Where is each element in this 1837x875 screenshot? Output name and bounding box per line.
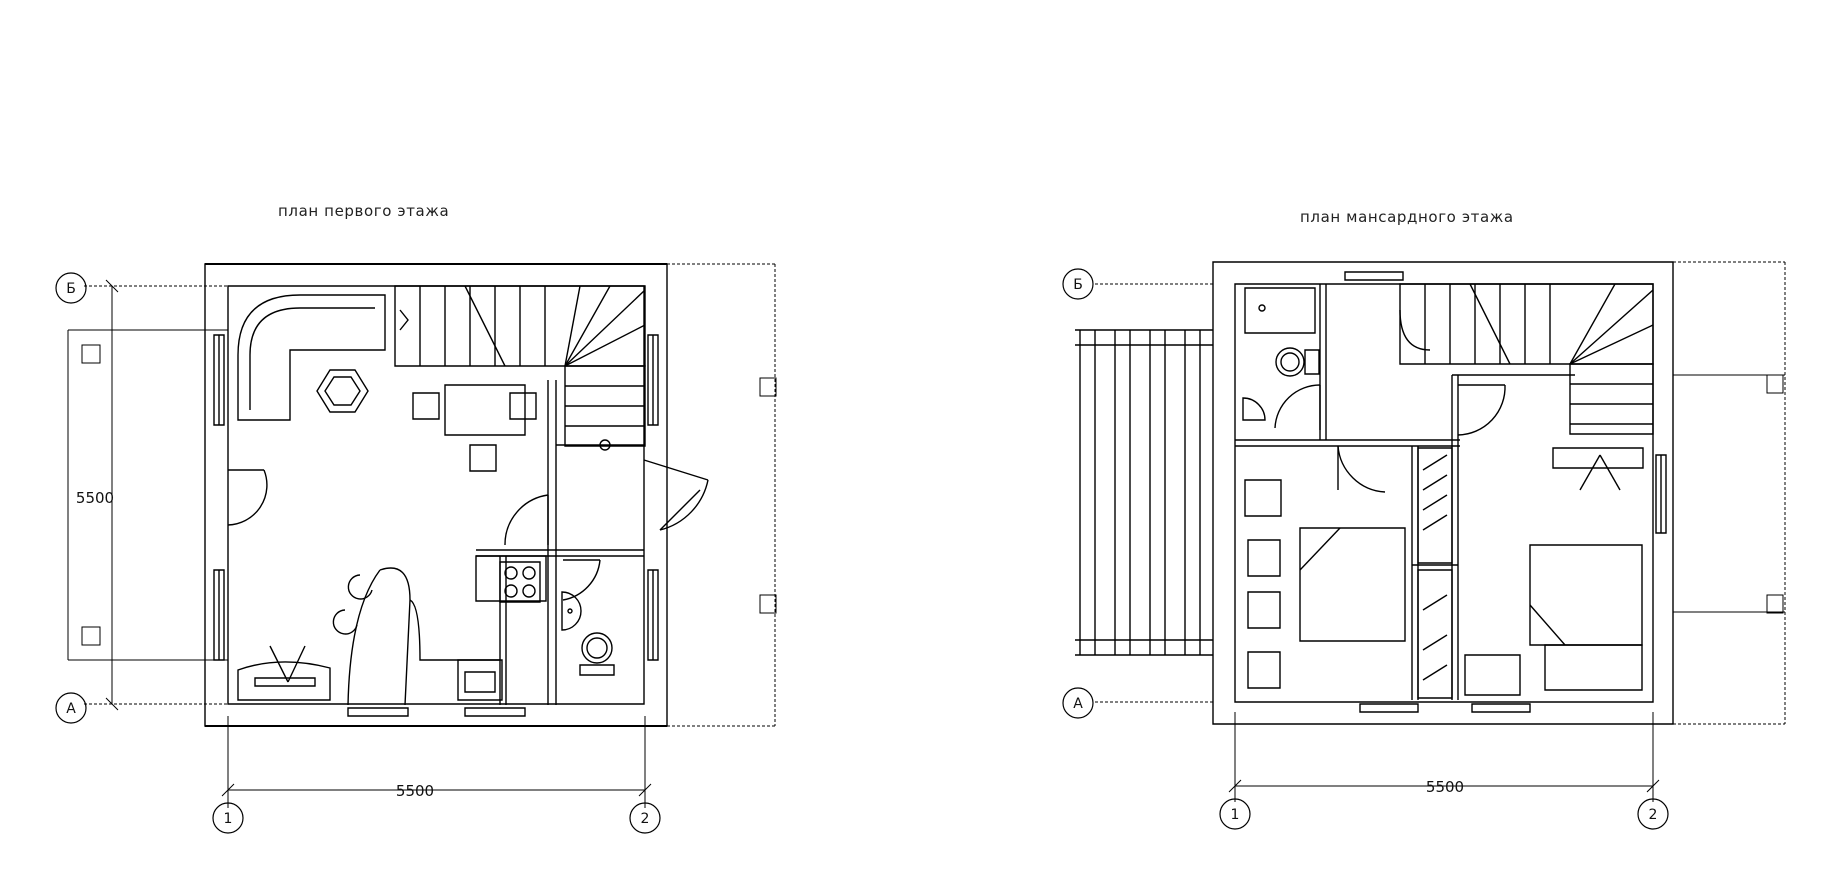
ground-floor-bar-counter [333,568,500,705]
attic-bathroom [1243,288,1320,430]
attic-floor-plan [1063,262,1785,829]
attic-dimension-horizontal: 5500 [1426,778,1464,796]
axis-bubble-b-ground [56,273,86,303]
ground-floor-kitchen [458,556,546,700]
attic-dimensions [1095,262,1785,802]
axis-bubble-1-attic [1220,799,1250,829]
ground-floor-dining-set [413,385,536,471]
axis-bubble-2-attic [1638,799,1668,829]
axis-label-a-attic: А [1073,696,1083,712]
ground-floor-labels: 5500 5500 Б А 1 2 [66,281,649,827]
axis-label-2-ground: 2 [641,811,650,827]
ground-floor-plan [56,264,776,833]
ground-floor-tv-unit [238,646,330,700]
attic-floor-walls [1213,262,1673,724]
hexagon-coffee-table [317,370,368,412]
ground-floor-corner-sofa [238,295,385,420]
ground-dimension-horizontal: 5500 [396,782,434,800]
attic-door-bedroom-left [1338,446,1385,492]
plan-title-attic-floor: план мансардного этажа [1300,208,1514,226]
axis-label-1-attic: 1 [1231,807,1240,823]
axis-bubble-2-ground [630,803,660,833]
attic-bedroom-left [1245,480,1405,688]
axis-bubble-a-attic [1063,688,1093,718]
axis-label-1-ground: 1 [224,811,233,827]
attic-door-hall [1458,385,1505,435]
ground-floor-bath-door [505,495,548,545]
attic-floor-labels: 5500 Б А 1 2 [1073,277,1657,823]
axis-bubble-b-attic [1063,269,1093,299]
attic-wardrobe [1418,448,1452,698]
attic-staircase [1400,284,1653,434]
axis-bubble-a-ground [56,693,86,723]
ground-floor-door-left [228,470,267,525]
ground-floor-shower-door [563,560,600,600]
attic-balcony [1075,330,1213,655]
ground-floor-walls [205,264,667,726]
ground-floor-entrance-door [644,460,708,530]
ground-floor-sanitary [562,592,614,675]
ground-floor-dimensions [68,264,776,808]
attic-floor-windows [1345,272,1666,712]
ground-floor-partitions [476,380,644,705]
plan-title-ground-floor: план первого этажа [278,202,450,220]
ground-floor-staircase [395,286,645,450]
ground-dimension-vertical: 5500 [76,489,114,507]
attic-bedroom-right [1465,448,1643,695]
axis-label-b-ground: Б [66,281,76,297]
ground-floor-windows [214,335,658,716]
axis-label-b-attic: Б [1073,277,1083,293]
axis-label-a-ground: А [66,701,76,717]
axis-label-2-attic: 2 [1649,807,1658,823]
axis-bubble-1-ground [213,803,243,833]
